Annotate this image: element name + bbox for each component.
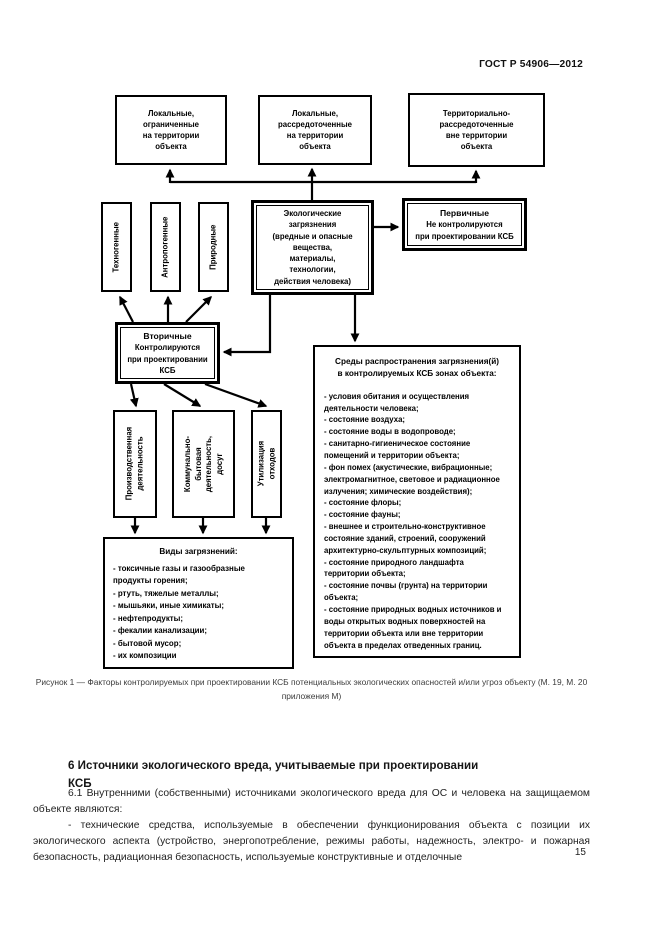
box-pollution-types: Виды загрязнений: - токсичные газы и газ… [103, 537, 294, 669]
box-primary: Первичные Не контролируются при проектир… [402, 198, 527, 251]
box-secondary-title: Вторичные [143, 330, 192, 341]
section-heading: 6 Источники экологического вреда, учитыв… [68, 759, 479, 790]
standard-number-header: ГОСТ Р 54906—2012 [479, 59, 583, 70]
box-pollution-types-title: Виды загрязнений: [159, 547, 238, 556]
box-waste-disposal-label: Утилизация отходов [255, 441, 276, 487]
box-waste-disposal: Утилизация отходов [251, 410, 282, 518]
box-spreading-media: Среды распространения загрязнения(й) в к… [313, 345, 521, 658]
box-technogenic: Техногенные [101, 202, 132, 292]
paragraph-6-1: 6.1 Внутренними (собственными) источника… [33, 788, 590, 815]
box-primary-subtitle: Не контролируются при проектировании КСБ [415, 220, 514, 241]
box-secondary: Вторичные Контролируются при проектирова… [115, 322, 220, 384]
box-anthropogenic-label: Антропогенные [160, 216, 170, 278]
box-primary-title: Первичные [439, 207, 490, 218]
paragraph-technical-means: - технические средства, используемые в о… [33, 819, 590, 863]
box-ecological-pollution-text: Экологические загрязнения (вредные и опа… [272, 208, 353, 286]
box-ecological-pollution: Экологические загрязнения (вредные и опа… [251, 200, 374, 295]
box-communal-activity: Коммунально- бытовая деятельность, досуг [172, 410, 235, 518]
box-local-limited: Локальные, ограниченные на территории об… [115, 95, 227, 165]
figure-caption: Рисунок 1 — Факторы контролируемых при п… [35, 677, 588, 701]
box-spreading-media-items: - условия обитания и осуществления деяте… [324, 391, 502, 650]
box-local-dispersed: Локальные, рассредоточенные на территори… [258, 95, 372, 165]
box-spreading-media-title: Среды распространения загрязнения(й) в к… [335, 357, 499, 378]
box-industrial-activity-label: Производственная деятельность [124, 427, 144, 501]
box-natural-label: Природные [208, 224, 218, 270]
body-text: 6.1 Внутренними (собственными) источника… [33, 786, 590, 866]
box-natural: Природные [198, 202, 229, 292]
box-technogenic-label: Техногенные [111, 221, 121, 273]
box-anthropogenic: Антропогенные [150, 202, 181, 292]
box-secondary-subtitle: Контролируются при проектировании КСБ [127, 343, 208, 375]
box-industrial-activity: Производственная деятельность [113, 410, 157, 518]
box-territorial-dispersed: Территориально- рассредоточенные вне тер… [408, 93, 545, 167]
page-number: 15 [574, 847, 586, 858]
box-pollution-types-items: - токсичные газы и газообразные продукты… [113, 563, 245, 661]
box-communal-activity-label: Коммунально- бытовая деятельность, досуг [182, 435, 224, 493]
